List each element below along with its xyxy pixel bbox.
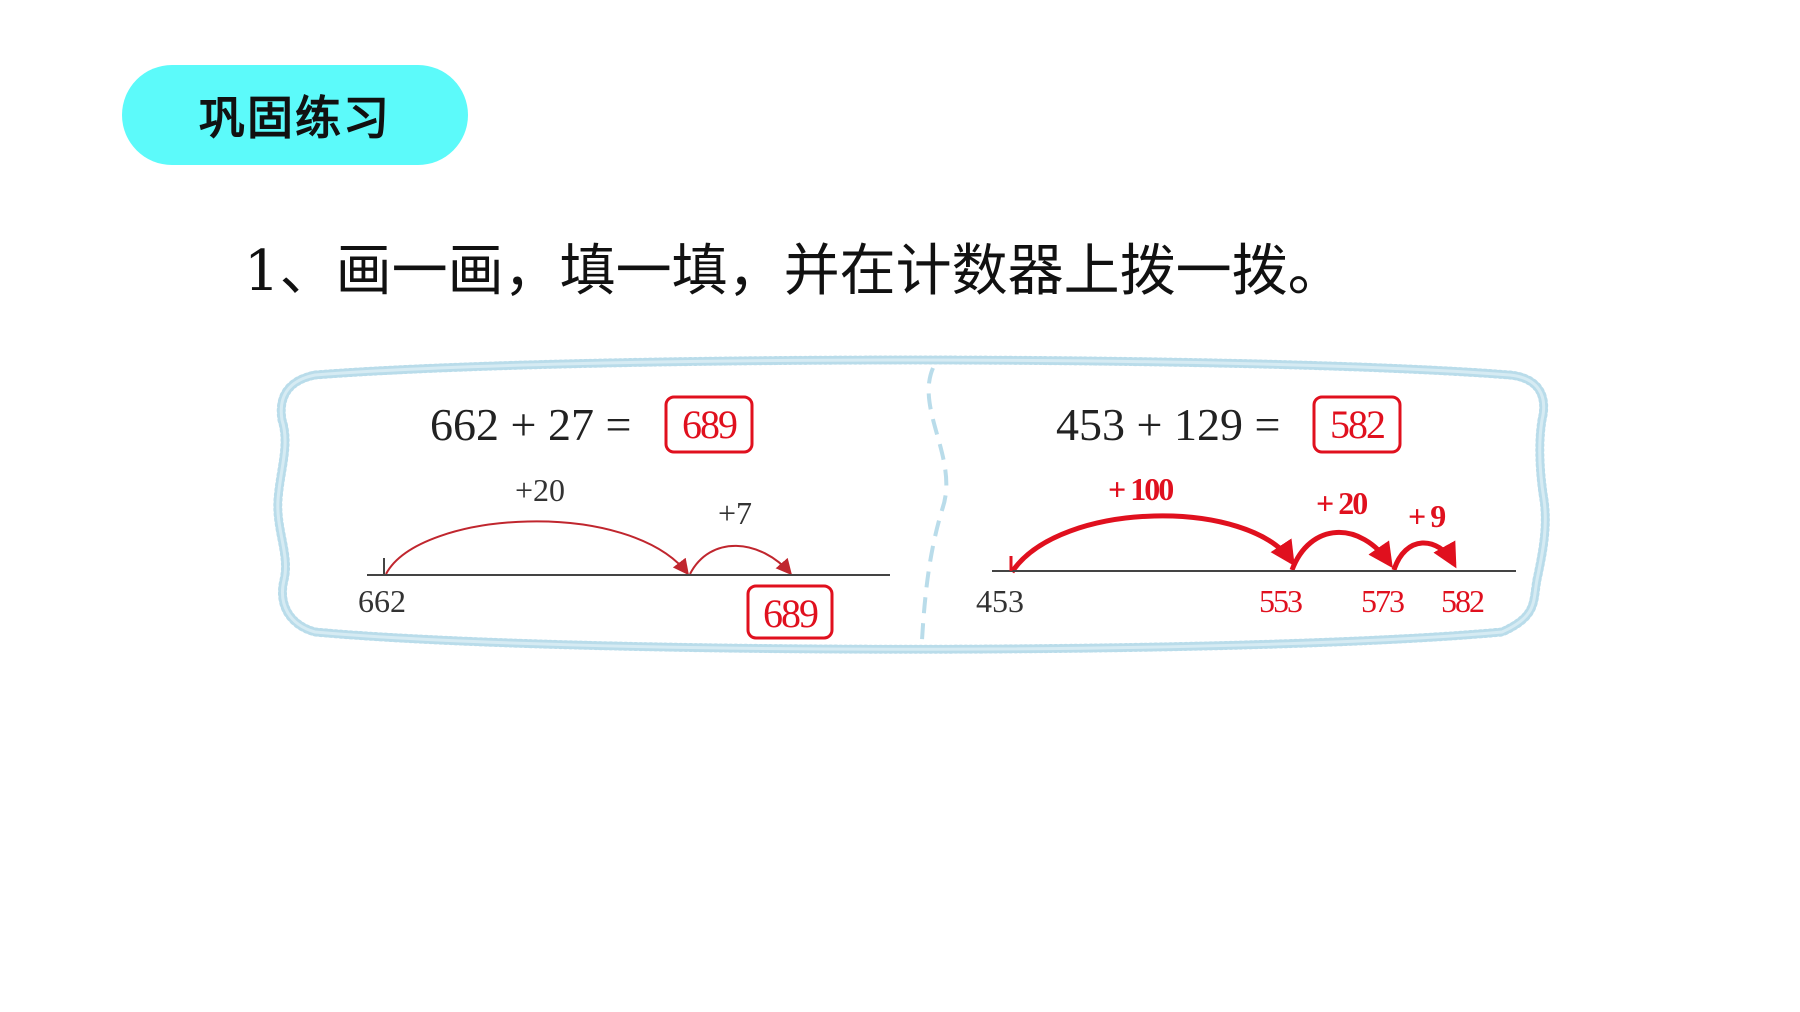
right-equation: 453 + 129 =: [1056, 399, 1280, 450]
right-jump-2-arc: [1289, 529, 1393, 571]
right-jump-1-label: + 100: [1108, 471, 1173, 507]
right-point-label-1: 553: [1259, 583, 1302, 619]
right-point-label-3: 582: [1441, 583, 1484, 619]
left-end-label: 689: [763, 591, 818, 636]
right-jump-1-arc: [1009, 513, 1295, 574]
section-badge: 巩固练习: [122, 65, 468, 165]
left-answer: 689: [682, 402, 737, 447]
panel-divider: [920, 367, 949, 641]
left-jump-1-label: +20: [515, 472, 565, 508]
left-answer-box: [664, 395, 754, 454]
left-jump-1-arc: [385, 520, 689, 576]
left-jump-2-arc: [689, 544, 793, 576]
right-answer: 582: [1330, 402, 1384, 447]
left-jump-2-label: +7: [718, 495, 752, 531]
left-equation: 662 + 27 =: [430, 399, 631, 450]
right-jump-3-label: + 9: [1408, 498, 1445, 534]
right-answer-box: [1312, 395, 1402, 454]
left-start-label: 662: [358, 583, 406, 619]
right-jump-3-arc: [1391, 540, 1457, 571]
right-problem: 453 + 129 = 582 + 100 + 20 + 9 453 553 5…: [976, 395, 1516, 619]
exercise-panel: 662 + 27 = 689 +20 +7 662 689 453 + 129 …: [273, 355, 1550, 654]
question-text: 1、画一画，填一填，并在计数器上拨一拨。: [244, 239, 1344, 304]
section-badge-label: 巩固练习: [199, 91, 391, 145]
right-point-label-2: 573: [1361, 583, 1404, 619]
right-jump-2-label: + 20: [1316, 485, 1367, 521]
left-problem: 662 + 27 = 689 +20 +7 662 689: [358, 395, 890, 640]
left-end-box: [746, 584, 834, 640]
panel-border-inner: [276, 358, 1547, 651]
right-start-label: 453: [976, 583, 1024, 619]
